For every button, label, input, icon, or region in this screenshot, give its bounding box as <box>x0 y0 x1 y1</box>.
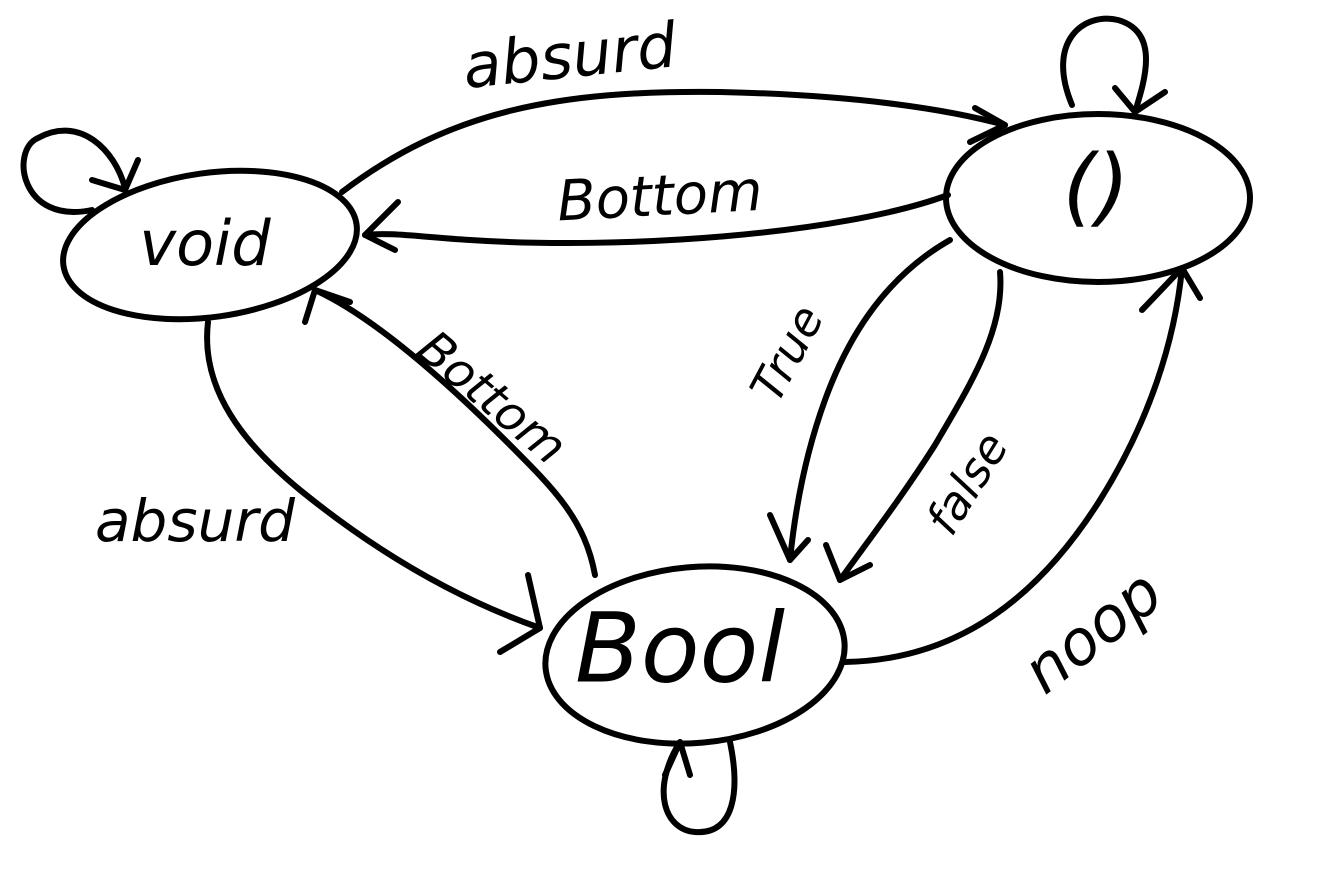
edge-bool-to-void-line <box>312 287 598 578</box>
edge-bool-identity-line <box>660 739 738 836</box>
edge-unit-identity-arrowhead <box>1112 85 1168 115</box>
edge-unit-to-bool-false-line <box>837 269 1004 583</box>
edge-void-to-bool-line <box>204 319 543 631</box>
edge-unit-to-void: Bottom <box>362 159 951 253</box>
edge-unit-to-bool-true-arrowhead <box>767 512 811 563</box>
edge-unit-to-bool-true-line <box>787 237 953 563</box>
node-void-outline <box>60 167 360 323</box>
node-bool-label: Bool <box>575 592 785 704</box>
edge-bool-to-void-arrowhead <box>302 287 353 325</box>
edge-unit-to-void-label: Bottom <box>556 159 765 235</box>
edge-unit-identity <box>1060 15 1168 115</box>
edge-void-identity-arrowhead <box>89 157 141 193</box>
edge-void-to-unit-arrowhead <box>967 105 1008 145</box>
edge-void-to-unit-label: absurd <box>459 8 680 103</box>
edge-void-identity-line <box>20 127 128 215</box>
edge-bool-identity <box>660 739 738 836</box>
edge-unit-to-void-line <box>362 192 951 246</box>
node-void-label: void <box>139 207 271 280</box>
edge-bool-to-unit-label: noop <box>1009 555 1176 708</box>
edge-bool-to-unit-line <box>842 265 1185 665</box>
edge-unit-to-bool-true-label: True <box>739 296 834 410</box>
node-unit-label: () <box>1062 136 1129 236</box>
edge-unit-to-void-arrowhead <box>362 199 401 253</box>
edge-bool-to-void-label: Bottom <box>406 320 577 476</box>
edge-void-to-unit-line <box>339 88 1008 195</box>
edge-unit-identity-line <box>1060 15 1149 115</box>
node-void: void <box>60 167 360 323</box>
node-bool-outline <box>542 563 848 747</box>
edge-bool-to-void: Bottom <box>302 287 598 578</box>
edge-bool-to-unit-arrowhead <box>1139 265 1203 313</box>
node-bool: Bool <box>542 563 848 747</box>
node-unit: () <box>943 111 1253 285</box>
edge-bool-identity-arrowhead <box>662 739 693 778</box>
edge-void-identity <box>20 127 141 215</box>
edge-bool-to-unit: noop <box>842 265 1203 708</box>
edge-unit-to-bool-false-label: false <box>915 422 1019 543</box>
edge-void-to-bool-label: absurd <box>95 487 296 555</box>
edge-void-to-unit: absurd <box>339 8 1008 195</box>
edge-unit-to-bool-false-arrowhead <box>823 542 873 583</box>
edge-void-to-bool: absurd <box>95 319 543 655</box>
edge-void-to-bool-arrowhead <box>497 572 543 655</box>
edge-unit-to-bool-false: false <box>823 269 1019 583</box>
